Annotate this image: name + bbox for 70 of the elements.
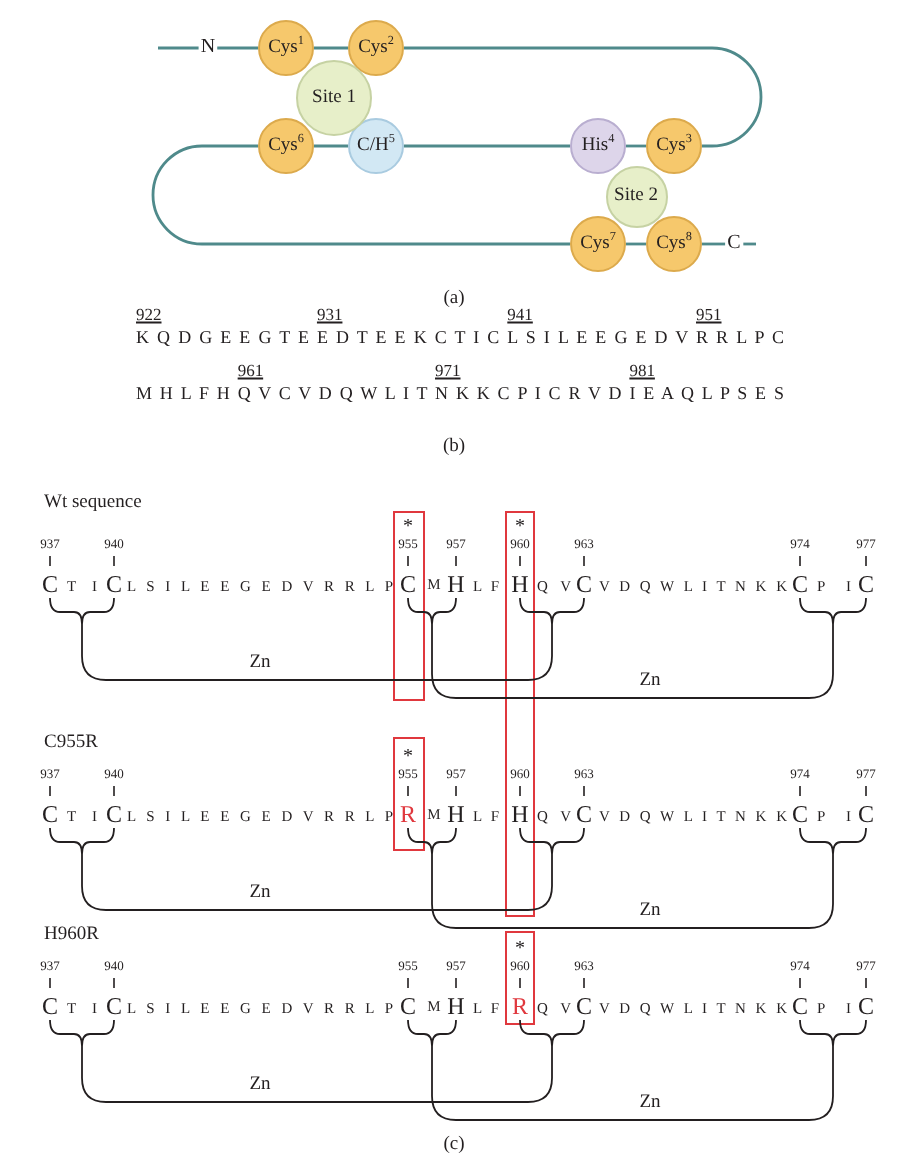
chain-line: [404, 46, 763, 148]
terminus-label: C: [725, 234, 743, 254]
asterisk-mark: *: [515, 940, 525, 960]
residue-letter: C: [858, 572, 874, 596]
chain-line: [158, 46, 199, 50]
residue-letter: C: [858, 802, 874, 826]
residue-circle: Cys$^{1}$: [258, 20, 314, 76]
residue-letter: C: [576, 572, 592, 596]
residue-letter: H: [511, 572, 529, 596]
chain-line: [314, 46, 348, 50]
residue-number: 931: [316, 305, 343, 323]
residue-circle: Cys$^{3}$: [646, 118, 702, 174]
residue-letter: C: [792, 572, 808, 596]
residue-letter: H: [511, 802, 529, 826]
residue-letter: C: [106, 994, 122, 1018]
chain-line: [151, 144, 570, 246]
asterisk-mark: *: [515, 518, 525, 538]
panel-label: (c): [443, 1136, 465, 1156]
zn-label: Zn: [249, 884, 271, 904]
residue-circle: Cys$^{2}$: [348, 20, 404, 76]
sequence-text: K Q D G E E G T E E D T E E K C T I C L S I L E E G E D V R R L P C: [136, 329, 784, 347]
asterisk-mark: *: [403, 748, 413, 768]
residue-number: 981: [629, 361, 655, 379]
row-title: Wt sequence: [44, 494, 142, 514]
sequence-text: M H L F H Q V C V D Q W L I T N K K C P I C R V D I E A Q L P S E S: [136, 385, 784, 403]
residue-circle: Cys$^{7}$: [570, 216, 626, 272]
residue-letter: C: [42, 572, 58, 596]
chain-line: [702, 242, 726, 246]
residue-number: 961: [237, 361, 264, 379]
chain-line: [217, 46, 258, 50]
residue-letter: C: [792, 802, 808, 826]
residue-letter: C: [42, 802, 58, 826]
residue-letter: C: [576, 994, 592, 1018]
chain-line: [314, 144, 348, 148]
chain-line: [404, 144, 570, 148]
residue-circle: His$^{4}$: [570, 118, 626, 174]
asterisk-mark: *: [403, 518, 413, 538]
zn-label: Zn: [249, 654, 271, 674]
residue-number: 941: [507, 305, 533, 323]
residue-circle: C/H$^{5}$: [348, 118, 404, 174]
chain-line: [626, 144, 646, 148]
residue-letter: H: [447, 572, 465, 596]
zn-label: Zn: [249, 1076, 271, 1096]
row-title: C955R: [44, 734, 98, 754]
panel-label: (b): [442, 438, 466, 458]
site-circle: Site 2: [605, 165, 667, 227]
terminus-label: N: [198, 38, 218, 58]
residue-letter: C: [106, 802, 122, 826]
residue-number: 971: [435, 361, 461, 379]
residue-letter: C: [106, 572, 122, 596]
residue-circle: Cys$^{8}$: [646, 216, 702, 272]
residue-letter: H: [447, 994, 465, 1018]
residue-letter: C: [576, 802, 592, 826]
residue-letter: R: [400, 802, 416, 826]
chain-line: [626, 242, 646, 246]
residue-letter: R: [512, 994, 528, 1018]
residue-number: 951: [696, 305, 722, 323]
row-title: H960R: [44, 926, 99, 946]
residue-letter: C: [42, 994, 58, 1018]
panel-label: (a): [443, 290, 465, 310]
zn-label: Zn: [639, 902, 661, 922]
zn-label: Zn: [639, 672, 661, 692]
residue-letter: C: [792, 994, 808, 1018]
residue-letter: H: [447, 802, 465, 826]
residue-number: 922: [136, 305, 162, 323]
residue-letter: C: [858, 994, 874, 1018]
residue-letter: C: [400, 994, 416, 1018]
residue-circle: Cys$^{6}$: [258, 118, 314, 174]
zn-label: Zn: [639, 1094, 661, 1114]
residue-letter: C: [400, 572, 416, 596]
